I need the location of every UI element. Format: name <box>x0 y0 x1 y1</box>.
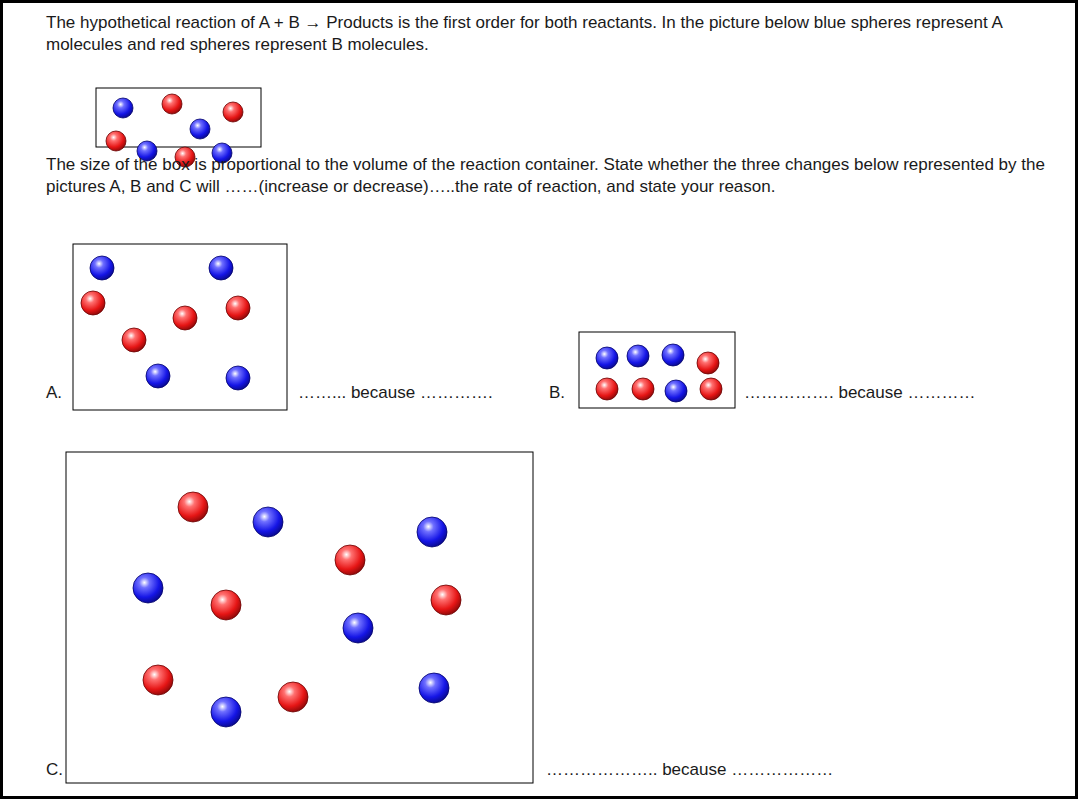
box-a <box>73 244 287 410</box>
part-label: A. <box>46 382 62 404</box>
answer-blank: ……………….. because ……………… <box>546 759 833 781</box>
part-label: B. <box>549 382 565 404</box>
box-b <box>579 332 735 408</box>
part-label: C. <box>46 759 63 781</box>
answer-blank: ……... because …………. <box>298 382 493 404</box>
box-c <box>66 452 533 783</box>
instruction-text: The size of the box is proportional to t… <box>46 154 1046 198</box>
answer-blank: ……………. because ………… <box>744 382 975 404</box>
intro-text: The hypothetical reaction of A + B → Pro… <box>46 12 1046 56</box>
